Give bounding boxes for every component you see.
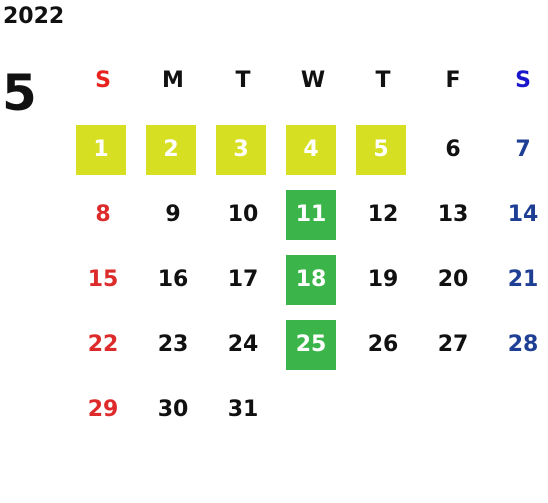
day-cell[interactable]: 1 [76, 125, 126, 175]
month-label: 5 [2, 64, 37, 122]
day-cell[interactable]: 17 [227, 267, 259, 292]
day-cell[interactable]: 19 [367, 267, 399, 292]
weekday-header-mon: M [162, 68, 184, 93]
day-cell[interactable]: 25 [286, 320, 336, 370]
day-cell[interactable]: 10 [227, 202, 259, 227]
day-cell[interactable]: 7 [515, 137, 531, 162]
year-label: 2022 [3, 4, 65, 29]
day-cell[interactable]: 11 [286, 190, 336, 240]
day-cell[interactable]: 24 [227, 332, 259, 357]
weekday-header-fri: F [445, 68, 461, 93]
day-cell[interactable]: 12 [367, 202, 399, 227]
day-cell[interactable]: 29 [87, 397, 119, 422]
day-cell[interactable]: 5 [356, 125, 406, 175]
weekday-header-tue: T [235, 68, 251, 93]
day-cell[interactable]: 15 [87, 267, 119, 292]
day-cell[interactable]: 14 [507, 202, 539, 227]
day-cell[interactable]: 20 [437, 267, 469, 292]
day-cell[interactable]: 22 [87, 332, 119, 357]
day-cell[interactable]: 3 [216, 125, 266, 175]
day-cell[interactable]: 27 [437, 332, 469, 357]
day-cell[interactable]: 6 [445, 137, 461, 162]
day-cell[interactable]: 4 [286, 125, 336, 175]
day-cell[interactable]: 23 [157, 332, 189, 357]
day-cell[interactable]: 9 [165, 202, 181, 227]
day-cell[interactable]: 31 [227, 397, 259, 422]
day-cell[interactable]: 26 [367, 332, 399, 357]
day-cell[interactable]: 2 [146, 125, 196, 175]
day-cell[interactable]: 28 [507, 332, 539, 357]
weekday-header-sun: S [95, 68, 111, 93]
day-cell[interactable]: 13 [437, 202, 469, 227]
day-cell[interactable]: 21 [507, 267, 539, 292]
day-cell[interactable]: 30 [157, 397, 189, 422]
weekday-header-sat: S [515, 68, 531, 93]
weekday-header-wed: W [300, 68, 326, 93]
weekday-header-thu: T [375, 68, 391, 93]
day-cell[interactable]: 8 [95, 202, 111, 227]
day-cell[interactable]: 18 [286, 255, 336, 305]
day-cell[interactable]: 16 [157, 267, 189, 292]
